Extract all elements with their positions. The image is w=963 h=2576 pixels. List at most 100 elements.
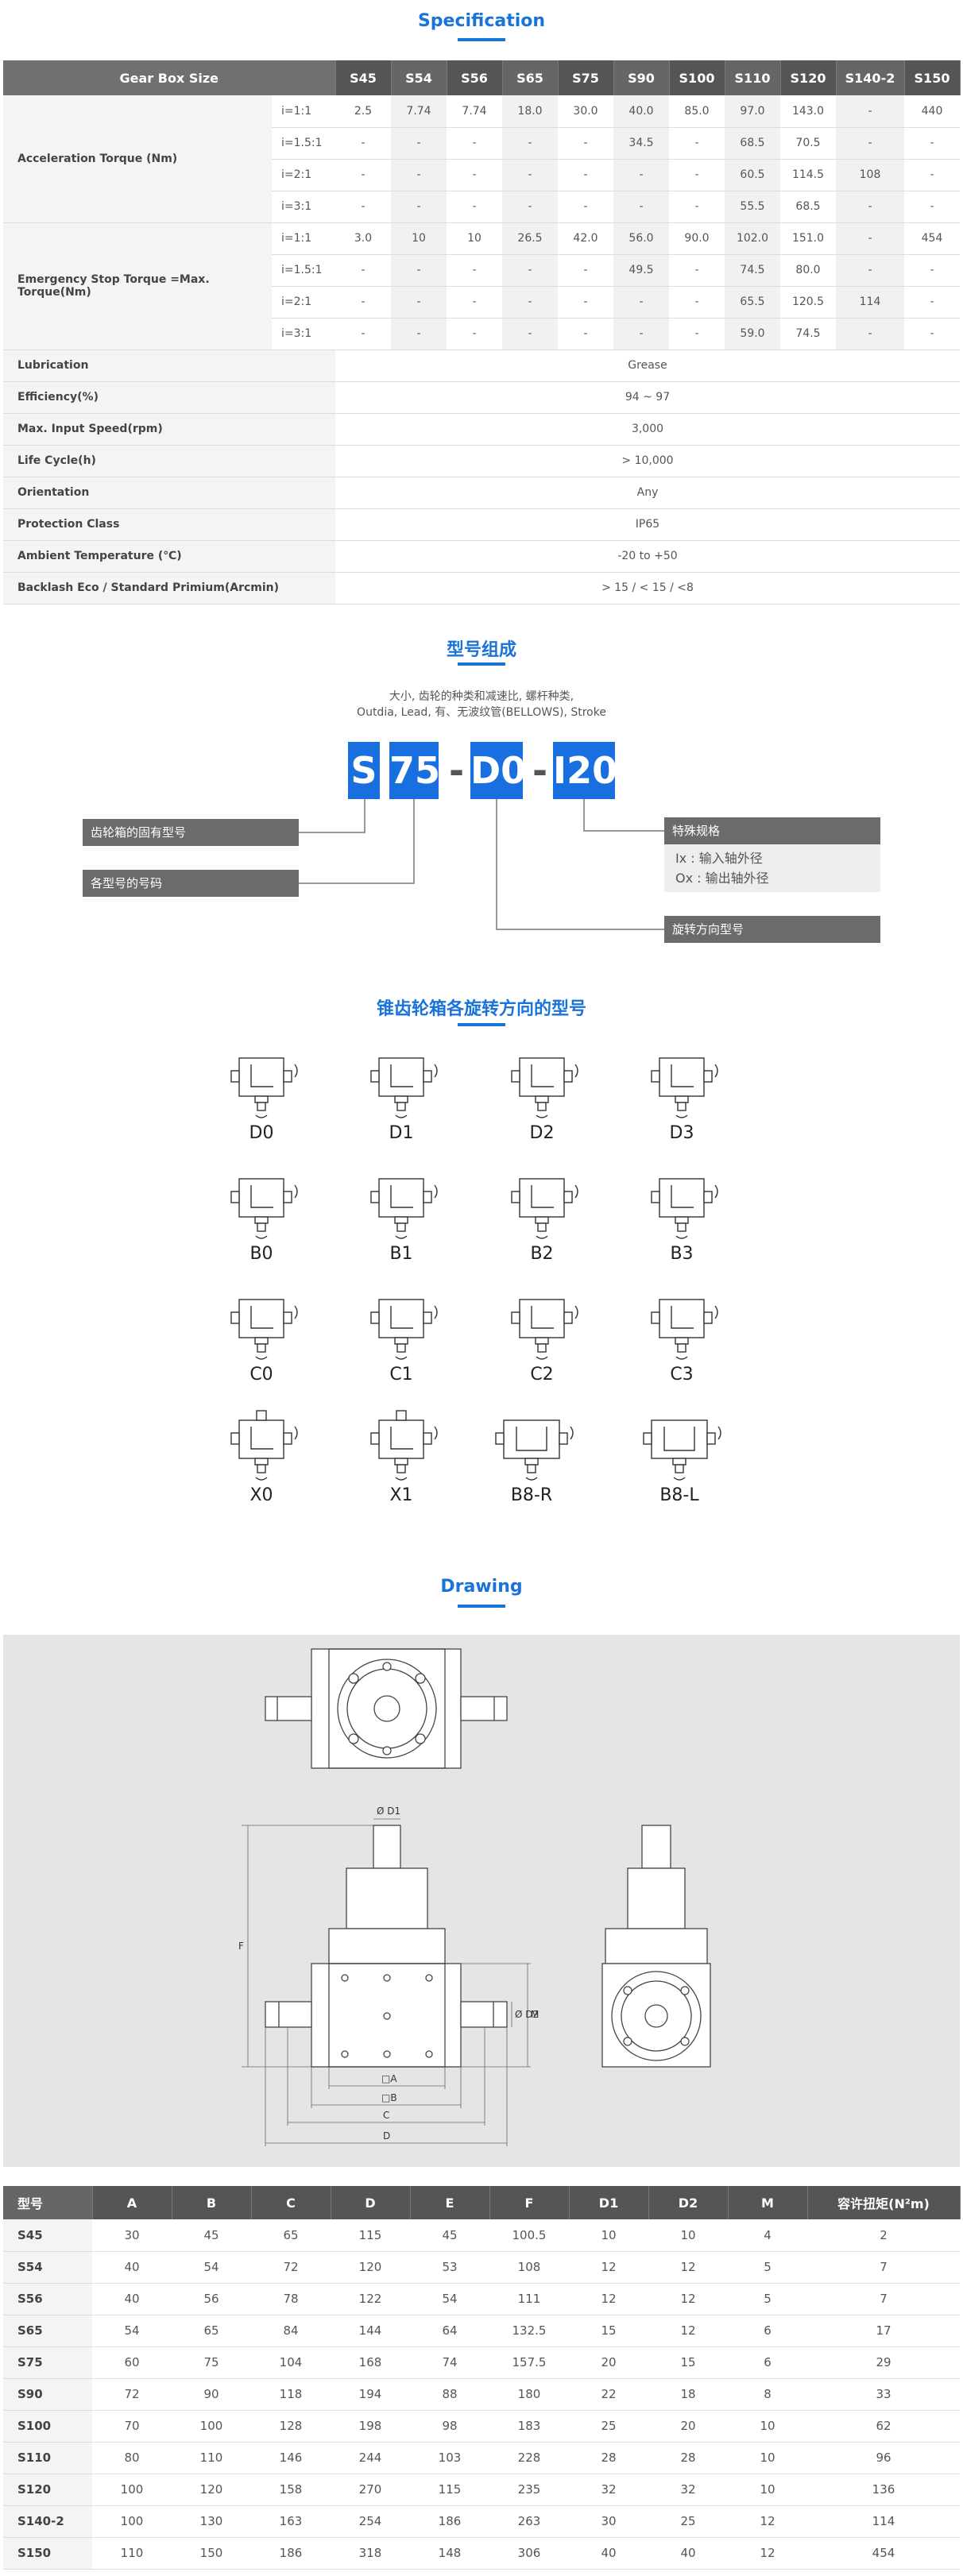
dimension-cell: 100.5 [489, 2219, 569, 2252]
dimension-cell: 17 [807, 2315, 960, 2347]
dimension-cell: 64 [410, 2315, 489, 2347]
value-cell: 55.5 [725, 191, 780, 223]
dimension-cell: 32 [569, 2474, 648, 2506]
dimension-cell: 130 [172, 2505, 251, 2538]
dimension-cell: 194 [331, 2378, 410, 2411]
value-cell: - [447, 191, 502, 223]
dimension-cell: 40 [92, 2251, 172, 2284]
rotation-item: B3 [630, 1161, 733, 1265]
dimension-cell: 32 [648, 2474, 728, 2506]
property-label: Lubrication [3, 350, 335, 382]
dimension-cell: 163 [251, 2505, 331, 2538]
size-header: S140-2 [836, 60, 905, 95]
value-cell: - [669, 127, 725, 160]
value-cell: - [904, 191, 960, 223]
model-cell: S140-2 [3, 2505, 92, 2538]
rotation-label: B3 [670, 1244, 694, 1264]
dimension-cell: 114 [807, 2505, 960, 2538]
property-label: Orientation [3, 477, 335, 509]
value-cell: - [558, 127, 613, 160]
value-cell: - [836, 95, 904, 128]
value-cell: - [447, 286, 502, 319]
value-cell: 34.5 [613, 127, 669, 160]
value-cell: - [335, 159, 391, 191]
value-cell: - [502, 159, 558, 191]
value-cell: 70.5 [780, 127, 836, 160]
value-cell: - [904, 159, 960, 191]
dim-label-d: D [383, 2130, 390, 2142]
spec-property-row: Ambient Temperature (℃)-20 to +50 [3, 540, 960, 573]
label-special-spec: 特殊规格 [664, 817, 880, 844]
dimension-cell: 75 [172, 2346, 251, 2379]
value-cell: - [391, 318, 447, 350]
dimension-cell: 146 [251, 2442, 331, 2474]
dimension-cell: 7 [807, 2251, 960, 2284]
model-title-underline [458, 662, 505, 666]
dimension-cell: 244 [331, 2442, 410, 2474]
dimension-cell: 65 [172, 2315, 251, 2347]
dimension-cell: 235 [489, 2474, 569, 2506]
dimension-cell: 168 [331, 2346, 410, 2379]
dimension-cell: 54 [172, 2251, 251, 2284]
dimension-cell: 15 [569, 2315, 648, 2347]
ratio-cell: i=3:1 [272, 191, 335, 223]
value-cell: 114 [836, 286, 904, 319]
model-cell: S75 [3, 2346, 92, 2379]
dimension-header: 型号 [3, 2186, 93, 2219]
dimension-cell: 12 [728, 2537, 807, 2570]
value-cell: 2.5 [335, 95, 391, 128]
gearbox-rotation-icon [651, 1299, 718, 1360]
property-label: Efficiency(%) [3, 381, 335, 414]
value-cell: 26.5 [502, 222, 558, 255]
rotation-label: C2 [530, 1365, 554, 1385]
ratio-cell: i=1:1 [272, 222, 335, 255]
value-cell: 59.0 [725, 318, 780, 350]
value-cell: 102.0 [725, 222, 780, 255]
value-cell: - [447, 127, 502, 160]
rotation-item: D2 [490, 1041, 594, 1144]
rotation-title-underline [458, 1023, 505, 1026]
property-value: 94 ~ 97 [335, 381, 960, 414]
value-cell: 120.5 [780, 286, 836, 319]
value-cell: - [335, 254, 391, 287]
value-cell: - [447, 159, 502, 191]
dimension-cell: 228 [489, 2442, 569, 2474]
dimension-cell: 454 [807, 2537, 960, 2570]
value-cell: - [558, 159, 613, 191]
special-spec-line: Ox : 输出轴外径 [675, 871, 769, 886]
value-cell: 42.0 [558, 222, 613, 255]
value-cell: 85.0 [669, 95, 725, 128]
value-cell: - [904, 254, 960, 287]
value-cell: - [391, 127, 447, 160]
dimension-cell: 54 [92, 2315, 172, 2347]
gearbox-rotation-icon [511, 1057, 578, 1118]
dimension-cell: 25 [569, 2410, 648, 2443]
value-cell: - [904, 318, 960, 350]
dimension-cell: 183 [489, 2410, 569, 2443]
value-cell: - [447, 318, 502, 350]
dimension-cell: 8 [728, 2378, 807, 2411]
dimension-cell: 12 [648, 2283, 728, 2315]
size-header: S100 [669, 60, 725, 95]
rotation-label: B8-L [659, 1485, 699, 1505]
dimension-header: F [489, 2186, 570, 2219]
value-cell: - [558, 318, 613, 350]
code-special: I20 [553, 742, 617, 799]
rotation-label: B1 [389, 1244, 413, 1264]
dimension-header: D [331, 2186, 411, 2219]
dimension-cell: 180 [489, 2378, 569, 2411]
dimension-cell: 90 [172, 2378, 251, 2411]
value-cell: - [391, 286, 447, 319]
property-value: IP65 [335, 508, 960, 541]
dimension-cell: 18 [648, 2378, 728, 2411]
dimension-cell: 306 [489, 2537, 569, 2570]
code-dash: - [532, 749, 548, 792]
dimension-cell: 10 [728, 2474, 807, 2506]
